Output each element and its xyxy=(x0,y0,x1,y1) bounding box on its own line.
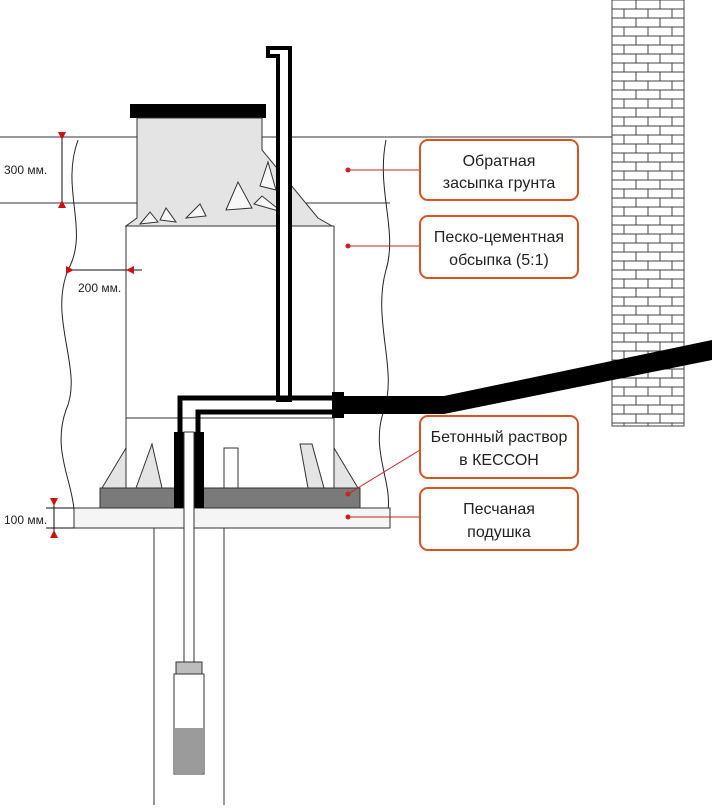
rubble-shards xyxy=(138,160,283,225)
callout-concrete-line1: Бетонный раствор xyxy=(431,429,568,446)
callout-backfill-line1: Обратная xyxy=(463,153,536,170)
gusset-left xyxy=(101,446,127,489)
pump-motor xyxy=(175,728,203,773)
dimension-300-label: 300 мм. xyxy=(4,163,47,177)
callout-sand-cement-line2: обсыпка (5:1) xyxy=(449,252,549,269)
callout-concrete-line2: в КЕССОН xyxy=(459,452,539,469)
dimension-100: 100 мм. xyxy=(4,498,74,538)
concrete-slab xyxy=(99,487,361,509)
callout-sand-cushion-line1: Песчаная xyxy=(463,501,535,518)
callout-backfill-line2: засыпка грунта xyxy=(443,175,556,192)
callout-sand-cement-line1: Песко-цементная xyxy=(434,229,564,246)
pit-outline-right xyxy=(378,139,391,511)
callout-sand-cement: Песко-цементная обсыпка (5:1) xyxy=(419,215,579,279)
callout-sand-cushion: Песчаная подушка xyxy=(419,487,579,551)
callout-backfill: Обратная засыпка грунта xyxy=(419,139,579,201)
pump-cable-head xyxy=(175,661,203,675)
pipe-wall-coupling xyxy=(332,392,344,418)
gusset-right xyxy=(333,446,359,489)
callout-sand-cushion-line2: подушка xyxy=(467,524,531,541)
leader-lines xyxy=(345,167,421,520)
caisson-lid xyxy=(130,104,266,118)
sand-cushion xyxy=(73,507,391,529)
water-pipe-inner xyxy=(177,395,336,432)
dimension-100-label: 100 мм. xyxy=(4,513,47,527)
callout-concrete: Бетонный раствор в КЕССОН xyxy=(419,415,579,479)
caisson-body xyxy=(125,225,335,489)
pit-outline-left xyxy=(60,139,79,511)
well-pipe-inner xyxy=(183,431,195,663)
gusset-right-inner xyxy=(299,443,325,489)
inner-post xyxy=(223,447,239,489)
gusset-left-inner xyxy=(135,442,163,489)
outgoing-water-pipe xyxy=(344,340,712,414)
dimension-200: 200 мм. xyxy=(66,266,142,295)
dimension-200-label: 200 мм. xyxy=(78,281,121,295)
dimension-300: 300 мм. xyxy=(4,132,66,208)
